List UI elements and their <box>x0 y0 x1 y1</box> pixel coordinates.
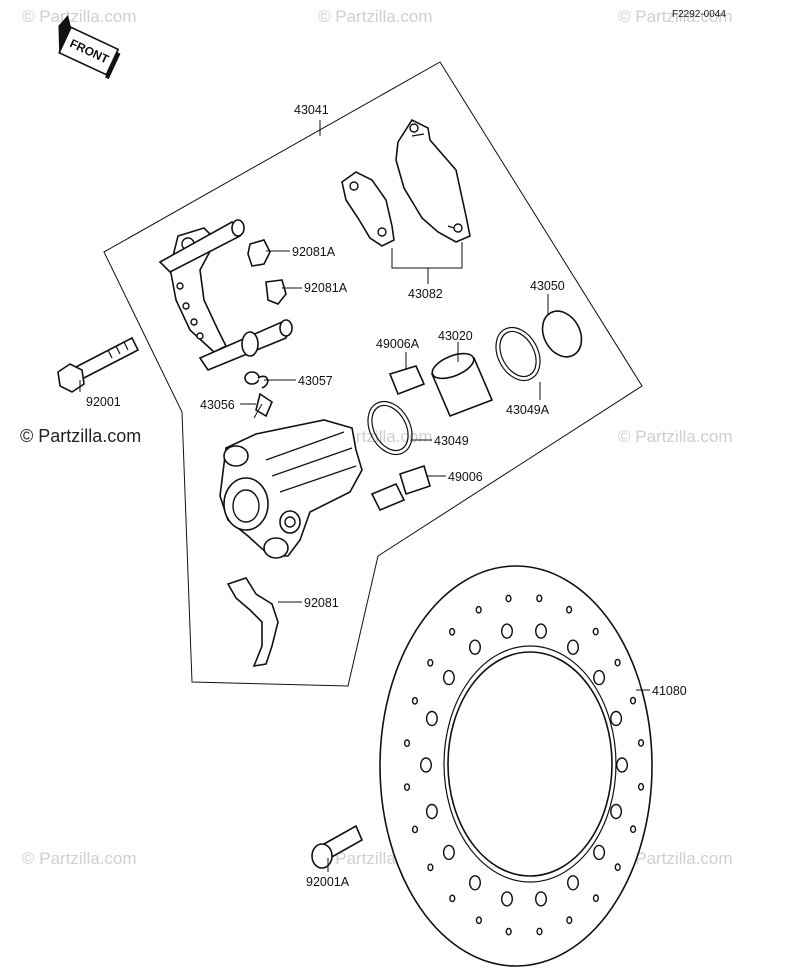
disc-hole <box>425 710 438 727</box>
part-label-92001A: 92001A <box>306 875 350 889</box>
watermark: © Partzilla.com <box>618 427 733 446</box>
pad-spring-clips <box>247 239 287 305</box>
disc-hole <box>610 710 623 727</box>
part-label-43056: 43056 <box>200 398 235 412</box>
disc-hole <box>403 739 411 748</box>
caliper-bolt <box>57 336 140 393</box>
disc-holes <box>403 594 645 936</box>
disc-hole <box>427 863 434 872</box>
disc-hole <box>567 639 580 655</box>
watermark: © Partzilla.com <box>318 7 433 26</box>
watermark: © Partzilla.com <box>22 7 137 26</box>
disc-hole <box>420 757 433 773</box>
part-label-43050: 43050 <box>530 279 565 293</box>
disc-hole <box>536 594 543 603</box>
part-label-92001: 92001 <box>86 395 121 409</box>
pad-spring <box>226 577 279 668</box>
part-label-43020: 43020 <box>438 329 473 343</box>
disc-hole <box>610 803 623 820</box>
part-label-41080: 41080 <box>652 684 687 698</box>
disc-hole <box>629 825 637 834</box>
caliper-bracket <box>158 219 293 371</box>
part-label-43041: 43041 <box>294 103 329 117</box>
disc-hole <box>469 639 482 655</box>
disc-hole <box>637 739 645 747</box>
part-label-92081: 92081 <box>304 596 339 610</box>
leader-lines <box>79 120 650 872</box>
disc-hole <box>449 894 456 903</box>
reference-code: F2292-0044 <box>672 9 726 20</box>
watermark: © Partzilla.com <box>618 849 733 868</box>
disc-hole <box>505 927 512 936</box>
piston <box>430 352 494 418</box>
disc-hole <box>449 627 456 636</box>
part-label-43049: 43049 <box>434 434 469 448</box>
disc-hole <box>614 863 621 872</box>
disc-hole <box>566 916 573 925</box>
disc-bolt <box>311 824 364 869</box>
disc-hole <box>425 803 438 820</box>
disc-hole <box>536 927 543 936</box>
disc-hole <box>501 891 514 907</box>
part-label-49006A: 49006A <box>376 337 420 351</box>
disc-hole <box>411 696 419 705</box>
disc-hole <box>592 627 599 636</box>
disc-hole <box>442 844 455 861</box>
watermark: © Partzilla.com <box>20 426 141 446</box>
disc-hole <box>505 594 512 603</box>
part-label-92081A: 92081A <box>304 281 348 295</box>
disc-hole <box>475 916 483 925</box>
disc-hole <box>593 844 606 861</box>
disc-hole <box>469 875 482 891</box>
disc-hole <box>535 623 548 639</box>
disc-hole <box>403 783 411 791</box>
caliper-assembly-outline <box>103 61 643 687</box>
part-label-49006: 49006 <box>448 470 483 484</box>
brake-disc <box>379 565 653 967</box>
disc-hole <box>501 623 514 639</box>
watermark: © Partzilla.com <box>22 849 137 868</box>
disc-hole <box>629 696 637 705</box>
disc-hole <box>614 658 621 667</box>
part-label-92081A: 92081A <box>292 245 336 259</box>
disc-hole <box>442 669 455 686</box>
disc-hole <box>427 658 434 667</box>
slide-pins <box>370 365 431 512</box>
part-label-43082: 43082 <box>408 287 443 301</box>
disc-hole <box>593 669 606 686</box>
disc-hole <box>616 757 629 773</box>
disc-hole <box>567 875 580 891</box>
part-labels: 43041 92081A 92081A 43082 43050 49006A 4… <box>86 103 687 889</box>
brake-pads <box>341 118 471 247</box>
disc-hole <box>637 782 645 791</box>
caliper-body <box>219 419 363 559</box>
part-label-43057: 43057 <box>298 374 333 388</box>
disc-hole <box>475 605 482 614</box>
disc-hole <box>411 825 419 834</box>
bleeder-valve <box>244 371 273 419</box>
disc-hole <box>565 605 573 614</box>
seals <box>367 310 583 456</box>
disc-hole <box>535 891 548 907</box>
watermark: © Partzilla.com <box>618 7 733 26</box>
part-label-43049A: 43049A <box>506 403 550 417</box>
disc-hole <box>592 894 600 903</box>
